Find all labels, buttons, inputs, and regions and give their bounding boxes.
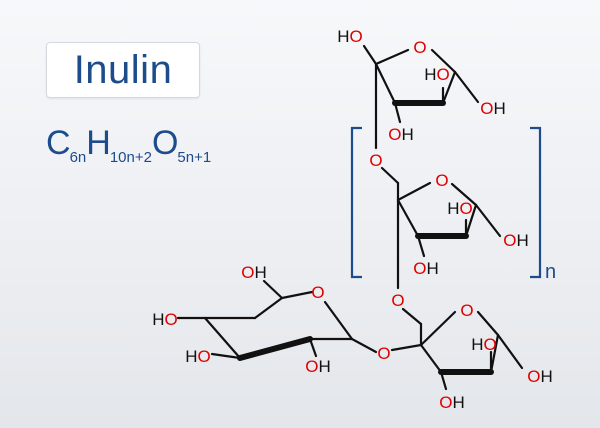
hydroxyl-group: OH [503, 231, 529, 250]
middle-fructose-ring: O [396, 171, 502, 290]
hydroxyl-group: OH [527, 367, 553, 386]
hydroxyl-group: OH [413, 259, 439, 278]
hydroxyl-group: OH [439, 393, 465, 412]
hydroxyl-group: HO [152, 310, 178, 329]
glucose-ring: O [176, 279, 354, 361]
hydroxyl-group: OH [480, 99, 506, 118]
hydroxyl-group: OH [388, 125, 414, 144]
ring-oxygen: O [435, 171, 448, 190]
ring-oxygen: O [460, 301, 473, 320]
formula-hydrogen-count: 10n+2 [109, 149, 152, 166]
hydroxyl-group: OH [305, 357, 331, 376]
repeat-count-label: n [545, 261, 556, 283]
formula-hydrogen: H [86, 124, 111, 162]
title-box: Inulin [46, 42, 200, 98]
hydroxyl-group: HO [424, 65, 450, 84]
hydroxyl-group: HO [337, 27, 363, 46]
hydroxyl-group: HO [185, 347, 211, 366]
hydroxyl-group: HO [471, 335, 497, 354]
compound-title: Inulin [73, 48, 173, 92]
molecular-formula: C6nH10n+2O5n+1 [46, 124, 211, 166]
hydroxyl-group: OH [241, 263, 267, 282]
top-fructose-ring: O [362, 38, 480, 150]
formula-oxygen: O [151, 124, 178, 162]
formula-oxygen-count: 5n+1 [177, 149, 212, 166]
ring-oxygen: O [311, 283, 324, 302]
glycosidic-oxygen: O [377, 344, 390, 363]
ring-oxygen: O [413, 38, 426, 57]
repeat-bracket-right [530, 126, 542, 279]
bottom-fructose-ring: O [419, 301, 524, 391]
glycosidic-oxygen: O [391, 291, 404, 310]
formula-carbon: C [46, 124, 71, 162]
formula-carbon-count: 6n [69, 149, 87, 166]
hydroxyl-group: HO [447, 199, 473, 218]
repeat-bracket-left [350, 126, 362, 279]
glycosidic-oxygen: O [369, 151, 382, 170]
